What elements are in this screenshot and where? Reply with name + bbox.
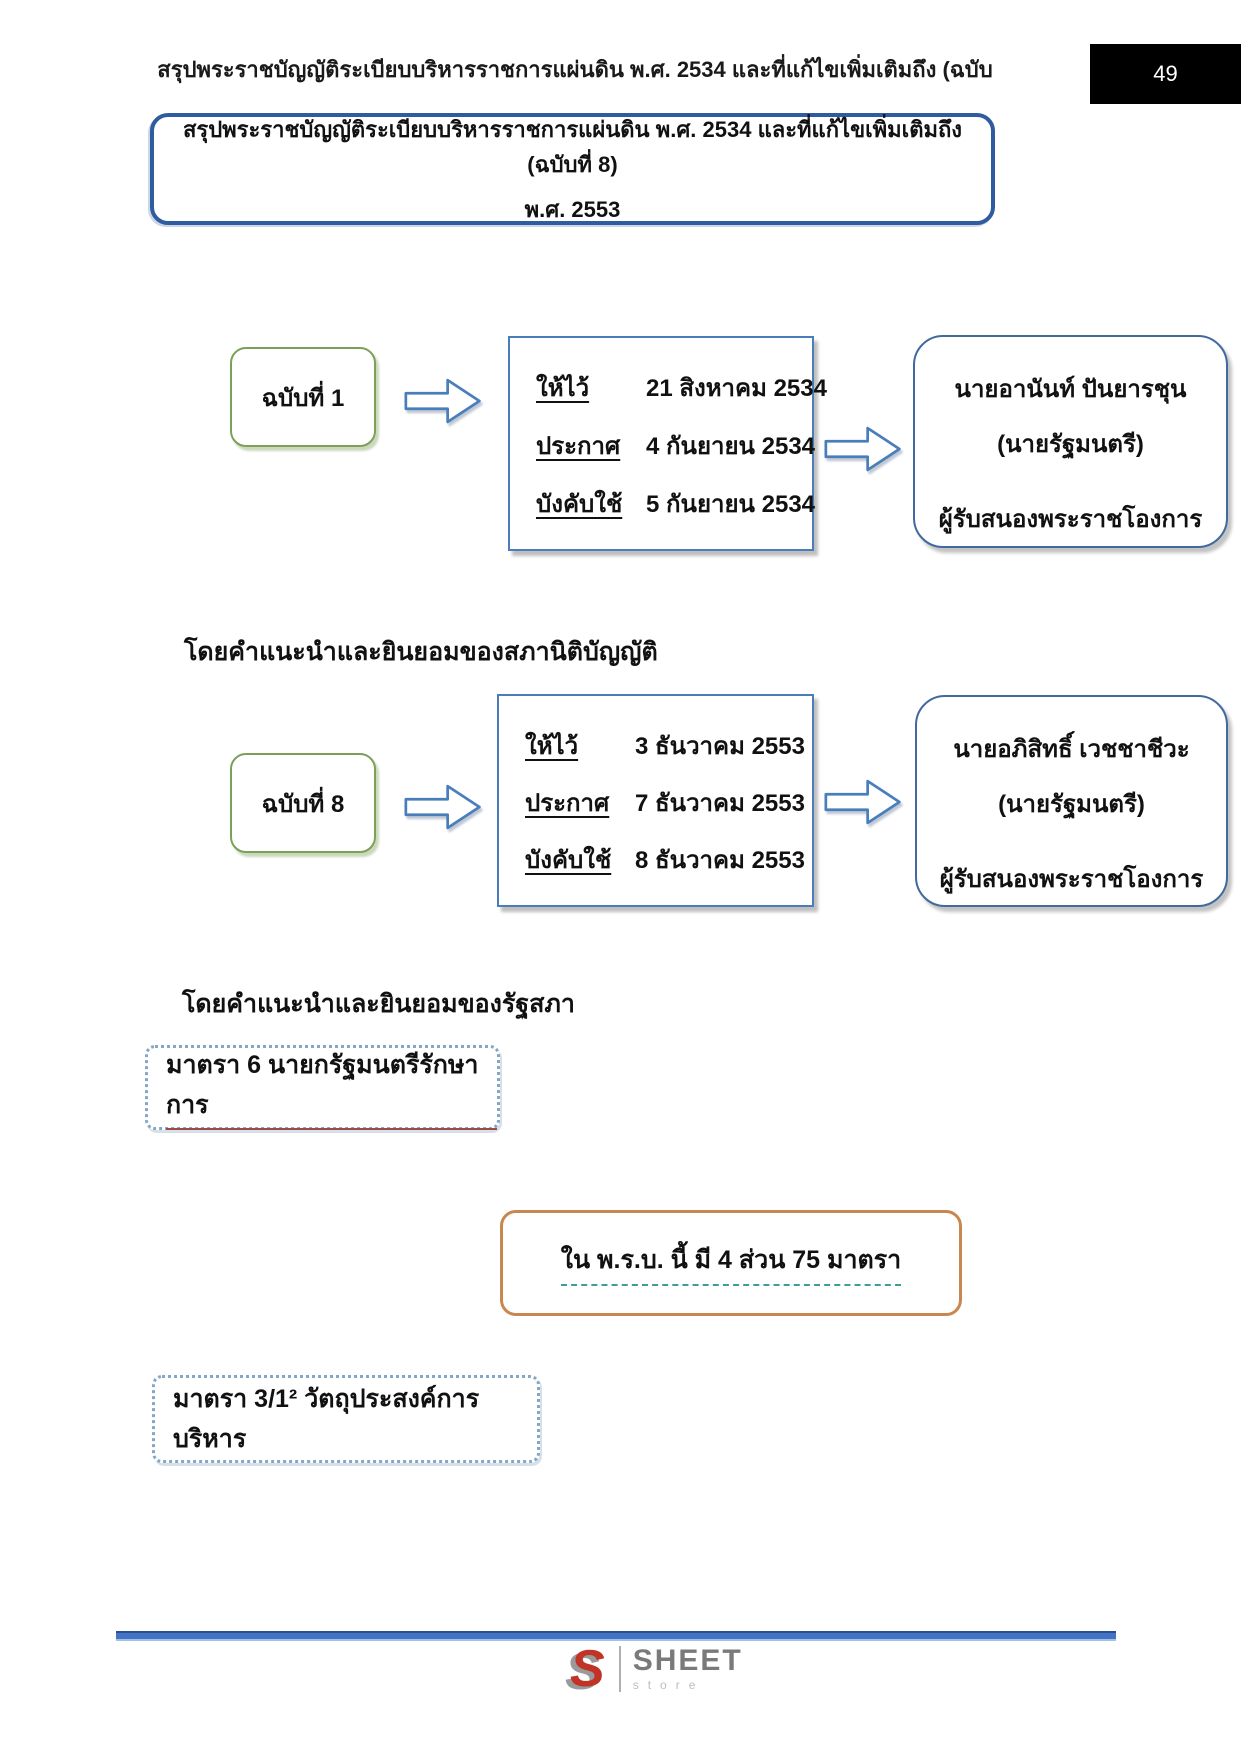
logo-words: SHEET store: [632, 1644, 743, 1693]
date-field: บังคับใช้: [536, 491, 623, 518]
date-field: บังคับใช้: [525, 847, 612, 874]
section-6-text: มาตรา 6 นายกรัฐมนตรีรักษาการ: [166, 1045, 497, 1130]
page-number: 49: [1153, 61, 1178, 86]
date-line-given: ให้ไว้ 21 สิงหาคม 2534: [536, 368, 827, 407]
edition-8-label: ฉบับที่ 8: [261, 790, 345, 818]
section-6-callout: มาตรา 6 นายกรัฐมนตรีรักษาการ: [145, 1045, 500, 1130]
logo-subtext: store: [632, 1678, 705, 1692]
edition-8-signer-box: นายอภิสิทธิ์ เวชชาชีวะ (นายรัฐมนตรี) ผู้…: [915, 695, 1228, 907]
right-arrow-icon: [824, 779, 901, 825]
edition-1-signer-box: นายอานันท์ ปันยารชุน (นายรัฐมนตรี) ผู้รั…: [913, 335, 1228, 548]
edition-8-box: ฉบับที่ 8: [230, 753, 376, 853]
act-title-line1: สรุปพระราชบัญญัติระเบียบบริหารราชการแผ่น…: [182, 116, 963, 177]
date-line-announced: ประกาศ 7 ธันวาคม 2553: [525, 783, 805, 822]
date-field: ประกาศ: [525, 790, 610, 817]
advice-note-1: โดยคำแนะนำและยินยอมของสภานิติบัญญัติ: [184, 638, 658, 666]
right-arrow-icon: [404, 784, 481, 830]
date-line-announced: ประกาศ 4 กันยายน 2534: [536, 426, 815, 465]
right-arrow-icon: [404, 378, 481, 424]
page-header-title: สรุปพระราชบัญญัติระเบียบบริหารราชการแผ่น…: [157, 57, 993, 82]
date-value: 4 กันยายน 2534: [646, 433, 816, 460]
sheet-store-logo: S SHEET store: [570, 1640, 743, 1698]
signer-role: ผู้รับสนองพระราชโองการ: [939, 866, 1204, 893]
sheet-logo-icon: S: [570, 1640, 605, 1698]
section-3-1-callout: มาตรา 3/1² วัตถุประสงค์การบริหาร: [152, 1375, 540, 1463]
date-line-effective: บังคับใช้ 5 กันยายน 2534: [536, 484, 815, 523]
signer-title: (นายรัฐมนตรี): [998, 791, 1145, 818]
signer-name: นายอภิสิทธิ์ เวชชาชีวะ: [953, 736, 1190, 763]
edition-1-label: ฉบับที่ 1: [261, 384, 345, 412]
page-number-badge: 49: [1090, 44, 1241, 104]
act-title-box: สรุปพระราชบัญญัติระเบียบบริหารราชการแผ่น…: [150, 113, 995, 225]
date-field: ให้ไว้: [536, 375, 590, 402]
advice-note-2: โดยคำแนะนำและยินยอมของรัฐสภา: [182, 990, 575, 1018]
edition-8-dates-box: ให้ไว้ 3 ธันวาคม 2553 ประกาศ 7 ธันวาคม 2…: [497, 694, 814, 907]
date-field: ประกาศ: [536, 433, 621, 460]
act-structure-callout: ใน พ.ร.บ. นี้ มี 4 ส่วน 75 มาตรา: [500, 1210, 962, 1316]
section-3-1-text: มาตรา 3/1² วัตถุประสงค์การบริหาร: [173, 1385, 480, 1453]
edition-1-box: ฉบับที่ 1: [230, 347, 376, 447]
logo-divider: [618, 1646, 621, 1692]
logo-text: SHEET: [632, 1644, 743, 1677]
date-value: 3 ธันวาคม 2553: [635, 733, 805, 760]
date-value: 7 ธันวาคม 2553: [635, 790, 805, 817]
date-value: 5 กันยายน 2534: [646, 491, 816, 518]
signer-role: ผู้รับสนองพระราชโองการ: [938, 506, 1203, 533]
act-structure-text: ใน พ.ร.บ. นี้ มี 4 ส่วน 75 มาตรา: [560, 1240, 902, 1286]
date-line-effective: บังคับใช้ 8 ธันวาคม 2553: [525, 840, 805, 879]
date-value: 21 สิงหาคม 2534: [646, 375, 827, 402]
date-line-given: ให้ไว้ 3 ธันวาคม 2553: [525, 726, 805, 765]
right-arrow-icon: [824, 426, 901, 472]
date-value: 8 ธันวาคม 2553: [635, 847, 805, 874]
edition-1-dates-box: ให้ไว้ 21 สิงหาคม 2534 ประกาศ 4 กันยายน …: [508, 336, 827, 551]
date-field: ให้ไว้: [525, 733, 579, 760]
signer-name: นายอานันท์ ปันยารชุน: [954, 376, 1187, 403]
act-title-line2: พ.ศ. 2553: [524, 196, 621, 222]
footer-divider: [116, 1631, 1116, 1641]
signer-title: (นายรัฐมนตรี): [997, 431, 1144, 458]
